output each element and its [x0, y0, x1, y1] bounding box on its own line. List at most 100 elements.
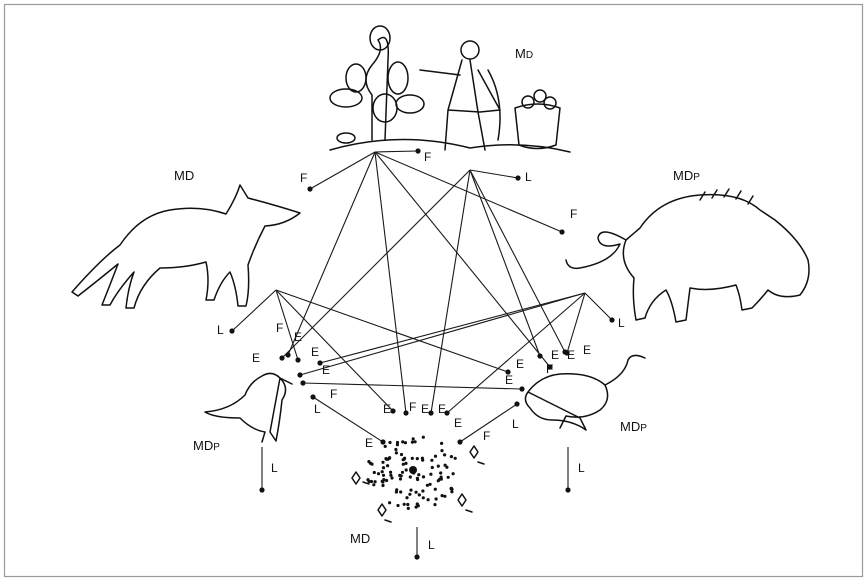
edge-peccary-bird: [281, 169, 471, 359]
seed-dot: [409, 488, 413, 492]
bird-illustration: [204, 372, 293, 443]
seed-dot: [412, 471, 416, 475]
seed-dot: [388, 440, 392, 445]
edge-label-l6: L: [271, 461, 278, 475]
edge-endpoints: [229, 148, 615, 560]
edge-label-l1: L: [525, 170, 532, 184]
seed-dot: [394, 451, 398, 455]
seed-dot: [395, 440, 400, 445]
seed-dot: [380, 470, 384, 474]
edge-label-f7: F: [409, 400, 416, 414]
seed-dot: [451, 472, 455, 476]
seed-dot: [373, 480, 377, 484]
farmer-group-label: MD: [515, 46, 533, 61]
seed-dot: [439, 471, 443, 475]
seed-dot: [382, 478, 386, 482]
edge-coyote-rodent: [275, 289, 509, 373]
seed-dot: [386, 464, 390, 468]
edge-label-e2: E: [294, 330, 302, 344]
seed-dot: [413, 440, 417, 444]
edge-pec2-bird2: [299, 292, 586, 376]
seed-dot: [399, 490, 403, 494]
coyote-illustration: [71, 184, 301, 309]
edge-labels: F F L F L F L E E E E E E F E E E F L E …: [217, 150, 625, 552]
coyote-group-label: MD: [174, 168, 194, 183]
seed-dot: [443, 494, 447, 498]
seed-dot: [387, 456, 391, 460]
rodent-group-label: MDP: [620, 419, 647, 434]
edge-pec2-l: [584, 292, 613, 321]
seed-dot: [443, 453, 447, 457]
edge-label-f3: F: [570, 207, 577, 221]
seed-dot: [436, 464, 440, 468]
edge-label-l7: L: [578, 461, 585, 475]
edge-bird-seeds: [312, 396, 384, 443]
seed-dot: [384, 457, 388, 461]
seed-dot: [376, 472, 381, 476]
seed-dot: [406, 502, 410, 507]
seed-dot: [381, 460, 385, 464]
seed-dot: [367, 460, 371, 464]
edge-label-e9: E: [505, 373, 513, 387]
edge-label-e14: E: [454, 416, 462, 430]
seed-dot: [421, 489, 425, 493]
seed-dot: [388, 501, 392, 505]
seed-dot: [372, 470, 376, 475]
edge-label-e7: E: [583, 343, 591, 357]
seed-dot: [406, 506, 410, 510]
seed-dot: [398, 477, 403, 481]
edge-label-e13: E: [365, 436, 373, 450]
edge-peccary-l: [469, 169, 519, 179]
seed-dot: [414, 490, 418, 494]
seed-dot: [404, 461, 408, 465]
seed-dot: [400, 470, 405, 474]
edge-peccary-rodent: [469, 169, 541, 357]
seed-dot: [399, 474, 403, 478]
seed-dot: [440, 441, 444, 445]
seed-dot: [415, 476, 419, 480]
seed-dot: [425, 483, 429, 487]
seed-dot: [394, 490, 398, 494]
seed-dot: [440, 449, 444, 453]
seed-dot: [433, 454, 438, 458]
edge-farmer-f-right: [374, 150, 419, 153]
edge-farmer-rodent: [374, 151, 551, 368]
figure-border: [3, 3, 864, 578]
edge-farmer-bird: [287, 151, 376, 356]
edge-label-f5: F: [546, 362, 553, 376]
edge-coyote-l: [231, 289, 277, 332]
seed-dot: [410, 456, 414, 460]
seed-dot: [381, 480, 385, 484]
seed-dot: [396, 503, 400, 508]
seed-dot: [399, 452, 404, 457]
seed-dot: [417, 493, 421, 497]
edge-label-e6: E: [567, 348, 575, 362]
seed-dot: [403, 456, 407, 460]
edge-label-f2: F: [300, 171, 307, 185]
seed-cluster-illustration[interactable]: [351, 435, 485, 523]
edge-farmer-seeds1: [374, 151, 407, 414]
seed-dot: [408, 492, 412, 496]
seed-dot: [453, 456, 457, 460]
seed-dot: [430, 465, 434, 470]
seed-dot: [449, 455, 453, 459]
peccary-group-label: MDP: [673, 168, 700, 183]
seed-dot: [389, 473, 393, 477]
seed-dot: [429, 472, 433, 476]
edge-rodent-seeds: [459, 403, 518, 443]
seed-dot: [401, 462, 405, 466]
seed-dot: [369, 479, 374, 484]
seed-dot: [426, 498, 430, 502]
seed-dot: [421, 435, 425, 439]
seed-dot: [415, 457, 419, 461]
seed-dot: [421, 496, 425, 500]
edge-peccary-seeds: [430, 169, 471, 414]
seed-dot: [434, 497, 438, 501]
edge-label-e11: E: [421, 402, 429, 416]
edge-label-f8: F: [483, 429, 490, 443]
edge-pec2-seeds: [446, 292, 586, 414]
seed-dot: [390, 476, 394, 480]
edge-label-e1: E: [252, 351, 260, 365]
seed-dot: [372, 483, 376, 487]
